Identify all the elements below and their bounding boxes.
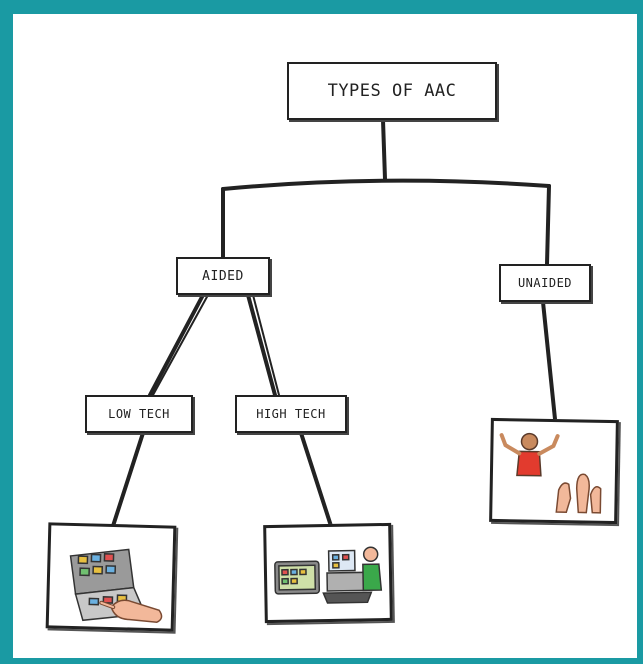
connector-root-stem (381, 118, 387, 181)
connector-unaided-pic (541, 300, 557, 421)
communication-board-icon (69, 548, 163, 623)
node-high-tech: HIGH TECH (235, 395, 347, 433)
high-tech-picture (263, 522, 393, 624)
connector-to-unaided (545, 184, 551, 266)
connector-lines (111, 118, 557, 528)
connector-hightech-pic (299, 431, 333, 528)
connector-lowtech-pic (111, 431, 145, 528)
speech-device-icon (274, 546, 383, 604)
connector-aided-hightech (246, 293, 277, 397)
node-label: TYPES OF AAC (327, 81, 457, 101)
unaided-picture (489, 417, 619, 525)
signing-person-icon (499, 432, 560, 477)
computer-user-icon (322, 546, 383, 604)
low-tech-picture (45, 522, 177, 632)
pointing-hand-icon (99, 599, 163, 623)
node-low-tech: LOW TECH (85, 395, 193, 433)
signing-hands-icon (555, 473, 602, 514)
node-types-of-aac: TYPES OF AAC (287, 62, 497, 120)
node-label: UNAIDED (517, 276, 573, 290)
diagram-frame: TYPES OF AAC AIDED UNAIDED LOW TECH HIGH… (13, 14, 637, 658)
connector-aided-lowtech (148, 293, 205, 397)
node-label: HIGH TECH (256, 407, 326, 421)
node-label: AIDED (202, 268, 244, 284)
node-aided: AIDED (176, 257, 270, 295)
sign-language-icon (499, 432, 602, 514)
node-label: LOW TECH (108, 407, 170, 421)
connector-branch-bar (221, 178, 551, 191)
node-unaided: UNAIDED (499, 264, 591, 302)
